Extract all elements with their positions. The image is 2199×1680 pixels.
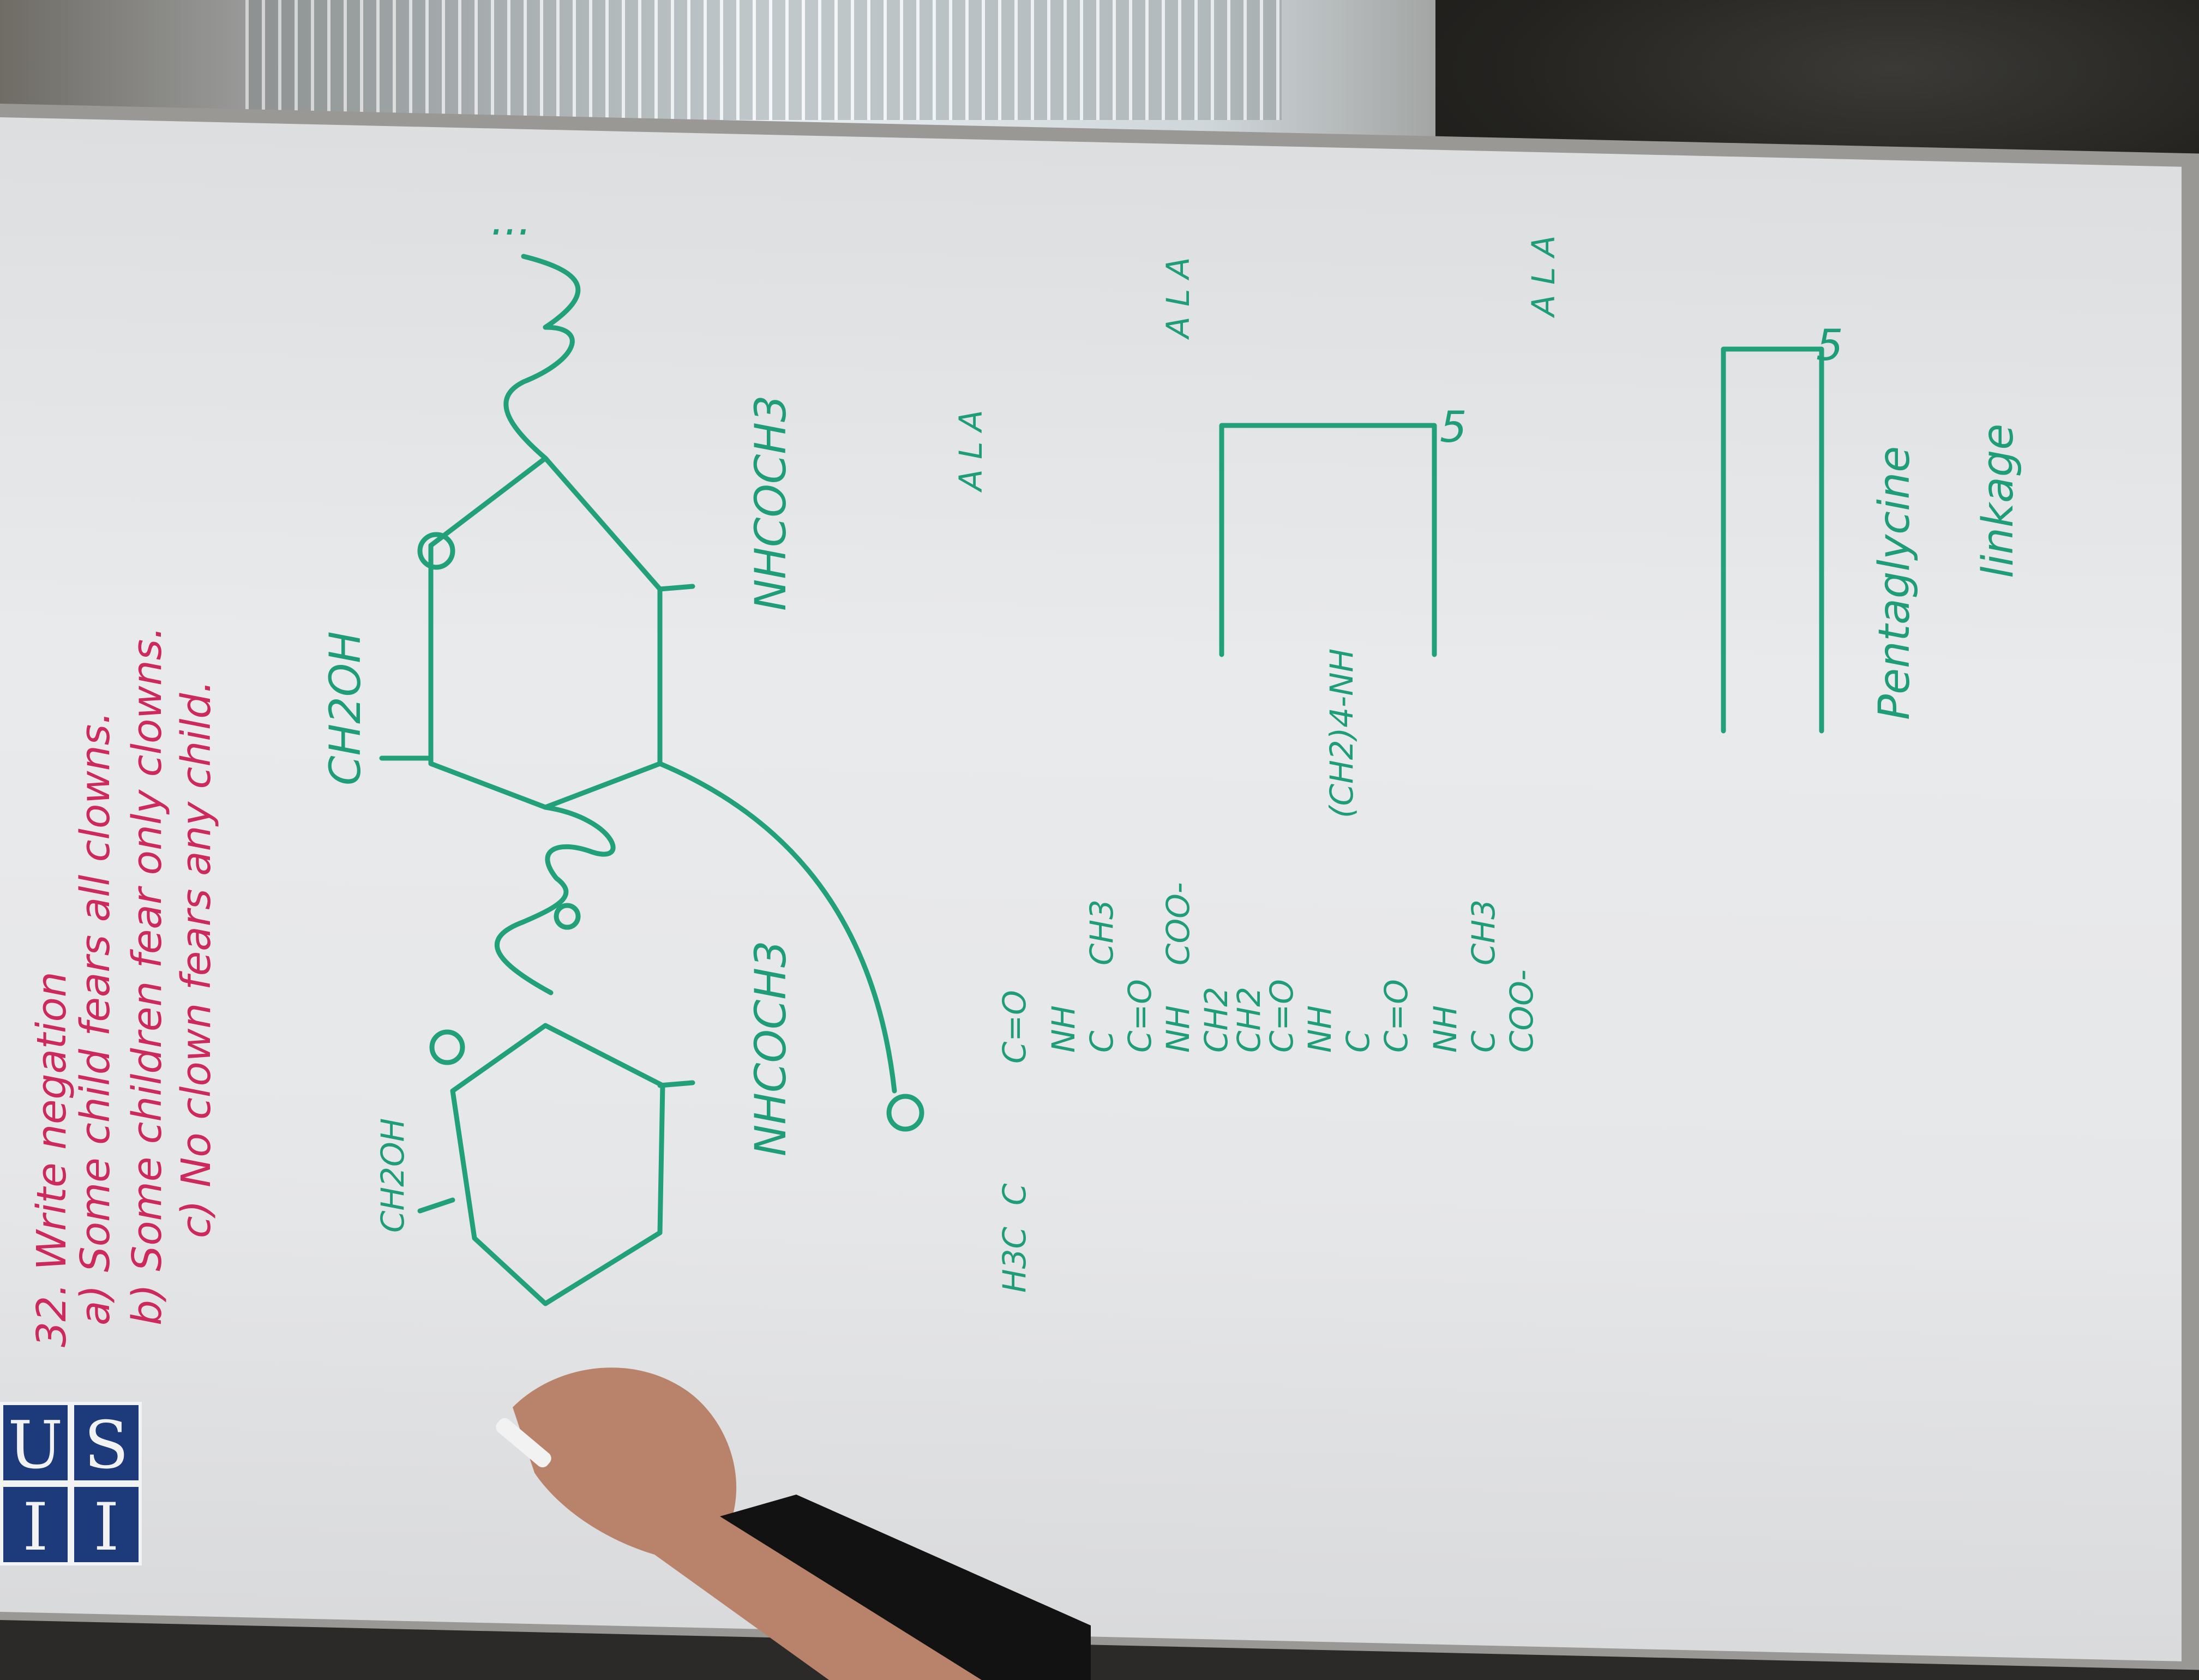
linkage-label: linkage [1974,424,2023,578]
logo-letter: U [0,1402,71,1484]
question-c: c) No clown fears any child. [173,680,220,1238]
pentaglycine-bracket-1 [1219,423,1437,657]
svg-text:C=O: C=O [1263,979,1300,1053]
side-chain-label: (CH2)4-NH [1323,649,1360,818]
question-a: a) Some child fears all clowns. [72,711,119,1325]
svg-text:CH3: CH3 [1083,899,1120,965]
svg-text:C=O: C=O [996,990,1033,1064]
svg-text:CH3: CH3 [1465,899,1502,965]
repeat-count-2: 5 [1816,321,1843,370]
hand-with-marker [496,1367,1091,1680]
svg-text:NH: NH [1045,1005,1082,1053]
side-letters-1: A L A [952,410,989,493]
ring1-bottom-label: NHCOCH3 [747,940,796,1156]
glycosidic-link-1 [495,805,616,995]
university-logo: U I S I [0,1396,185,1615]
svg-text:COO-: COO- [1159,882,1197,965]
svg-text:C: C [1083,1030,1120,1053]
repeat-count-1: 5 [1440,403,1467,452]
svg-text:COO-: COO- [1503,969,1540,1053]
ring2-bottom-label: NHCOCH3 [747,395,796,611]
pentaglycine-bracket-2 [1721,346,1824,734]
svg-text:NH: NH [1301,1005,1338,1053]
logo-letter: I [71,1484,142,1565]
svg-text:CH2: CH2 [1230,987,1267,1053]
pentaglycine-label: Pentaglycine [1870,446,1919,720]
question-block: 32. Write negation a) Some child fears a… [28,626,220,1347]
side-letters-2: A L A [1159,257,1197,340]
svg-text:C=O: C=O [1121,979,1158,1053]
svg-text:CH2: CH2 [1198,987,1235,1053]
svg-text:C: C [1339,1030,1377,1053]
question-heading: 32. Write negation [28,971,75,1347]
ring2-top-label: CH2OH [321,631,370,785]
ring1-top-label: CH2OH [374,1118,411,1233]
lactyl-link [657,761,897,1094]
svg-text:NH: NH [1427,1005,1464,1053]
peptide-chain: H3C C C=O NH C CH3 C=O NH COO- CH2 CH2 C… [996,882,1540,1293]
svg-text:C: C [1465,1030,1502,1053]
svg-text:C=O: C=O [1378,979,1415,1053]
svg-text:H3C: H3C [996,1226,1033,1293]
logo-letter: I [0,1484,71,1565]
glycosidic-link-2: ... [491,196,581,461]
logo-letter: S [71,1402,142,1484]
sugar-ring-2 [379,455,695,810]
ellipsis: ... [491,196,531,245]
svg-text:NH: NH [1159,1005,1197,1053]
window-blinds [245,0,1282,120]
sugar-ring-1 [417,1023,695,1306]
question-b: b) Some children fear only clowns. [124,626,171,1325]
side-letters-3: A L A [1525,235,1562,319]
svg-text:C: C [996,1183,1033,1205]
